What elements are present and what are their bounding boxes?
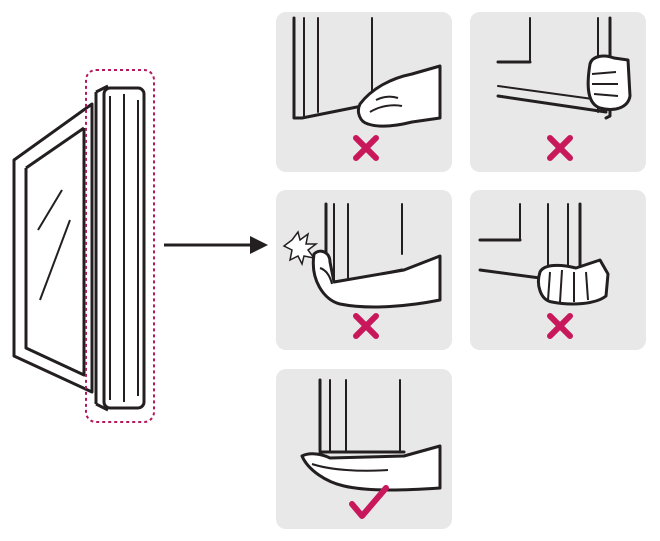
hand-icon xyxy=(586,54,632,111)
hand-icon xyxy=(300,444,442,492)
panel-grip-side-corner xyxy=(470,12,646,172)
hand-icon xyxy=(356,64,442,128)
cross-mark-icon xyxy=(547,313,573,339)
panel-grip-side-fist xyxy=(470,190,646,350)
panel-bottom-corner-impact xyxy=(276,190,452,350)
edge-highlight-box xyxy=(85,69,155,423)
panel-palm-support-bottom xyxy=(276,369,452,529)
check-mark-icon xyxy=(349,485,389,519)
arrow-right-icon xyxy=(164,236,268,254)
hand-icon xyxy=(311,249,442,309)
cross-mark-icon xyxy=(353,135,379,161)
hand-icon xyxy=(537,258,610,306)
cross-mark-icon xyxy=(547,135,573,161)
panel-grip-bottom-edge xyxy=(276,12,452,172)
cross-mark-icon xyxy=(353,313,379,339)
tv-side-view-icon xyxy=(12,84,146,412)
